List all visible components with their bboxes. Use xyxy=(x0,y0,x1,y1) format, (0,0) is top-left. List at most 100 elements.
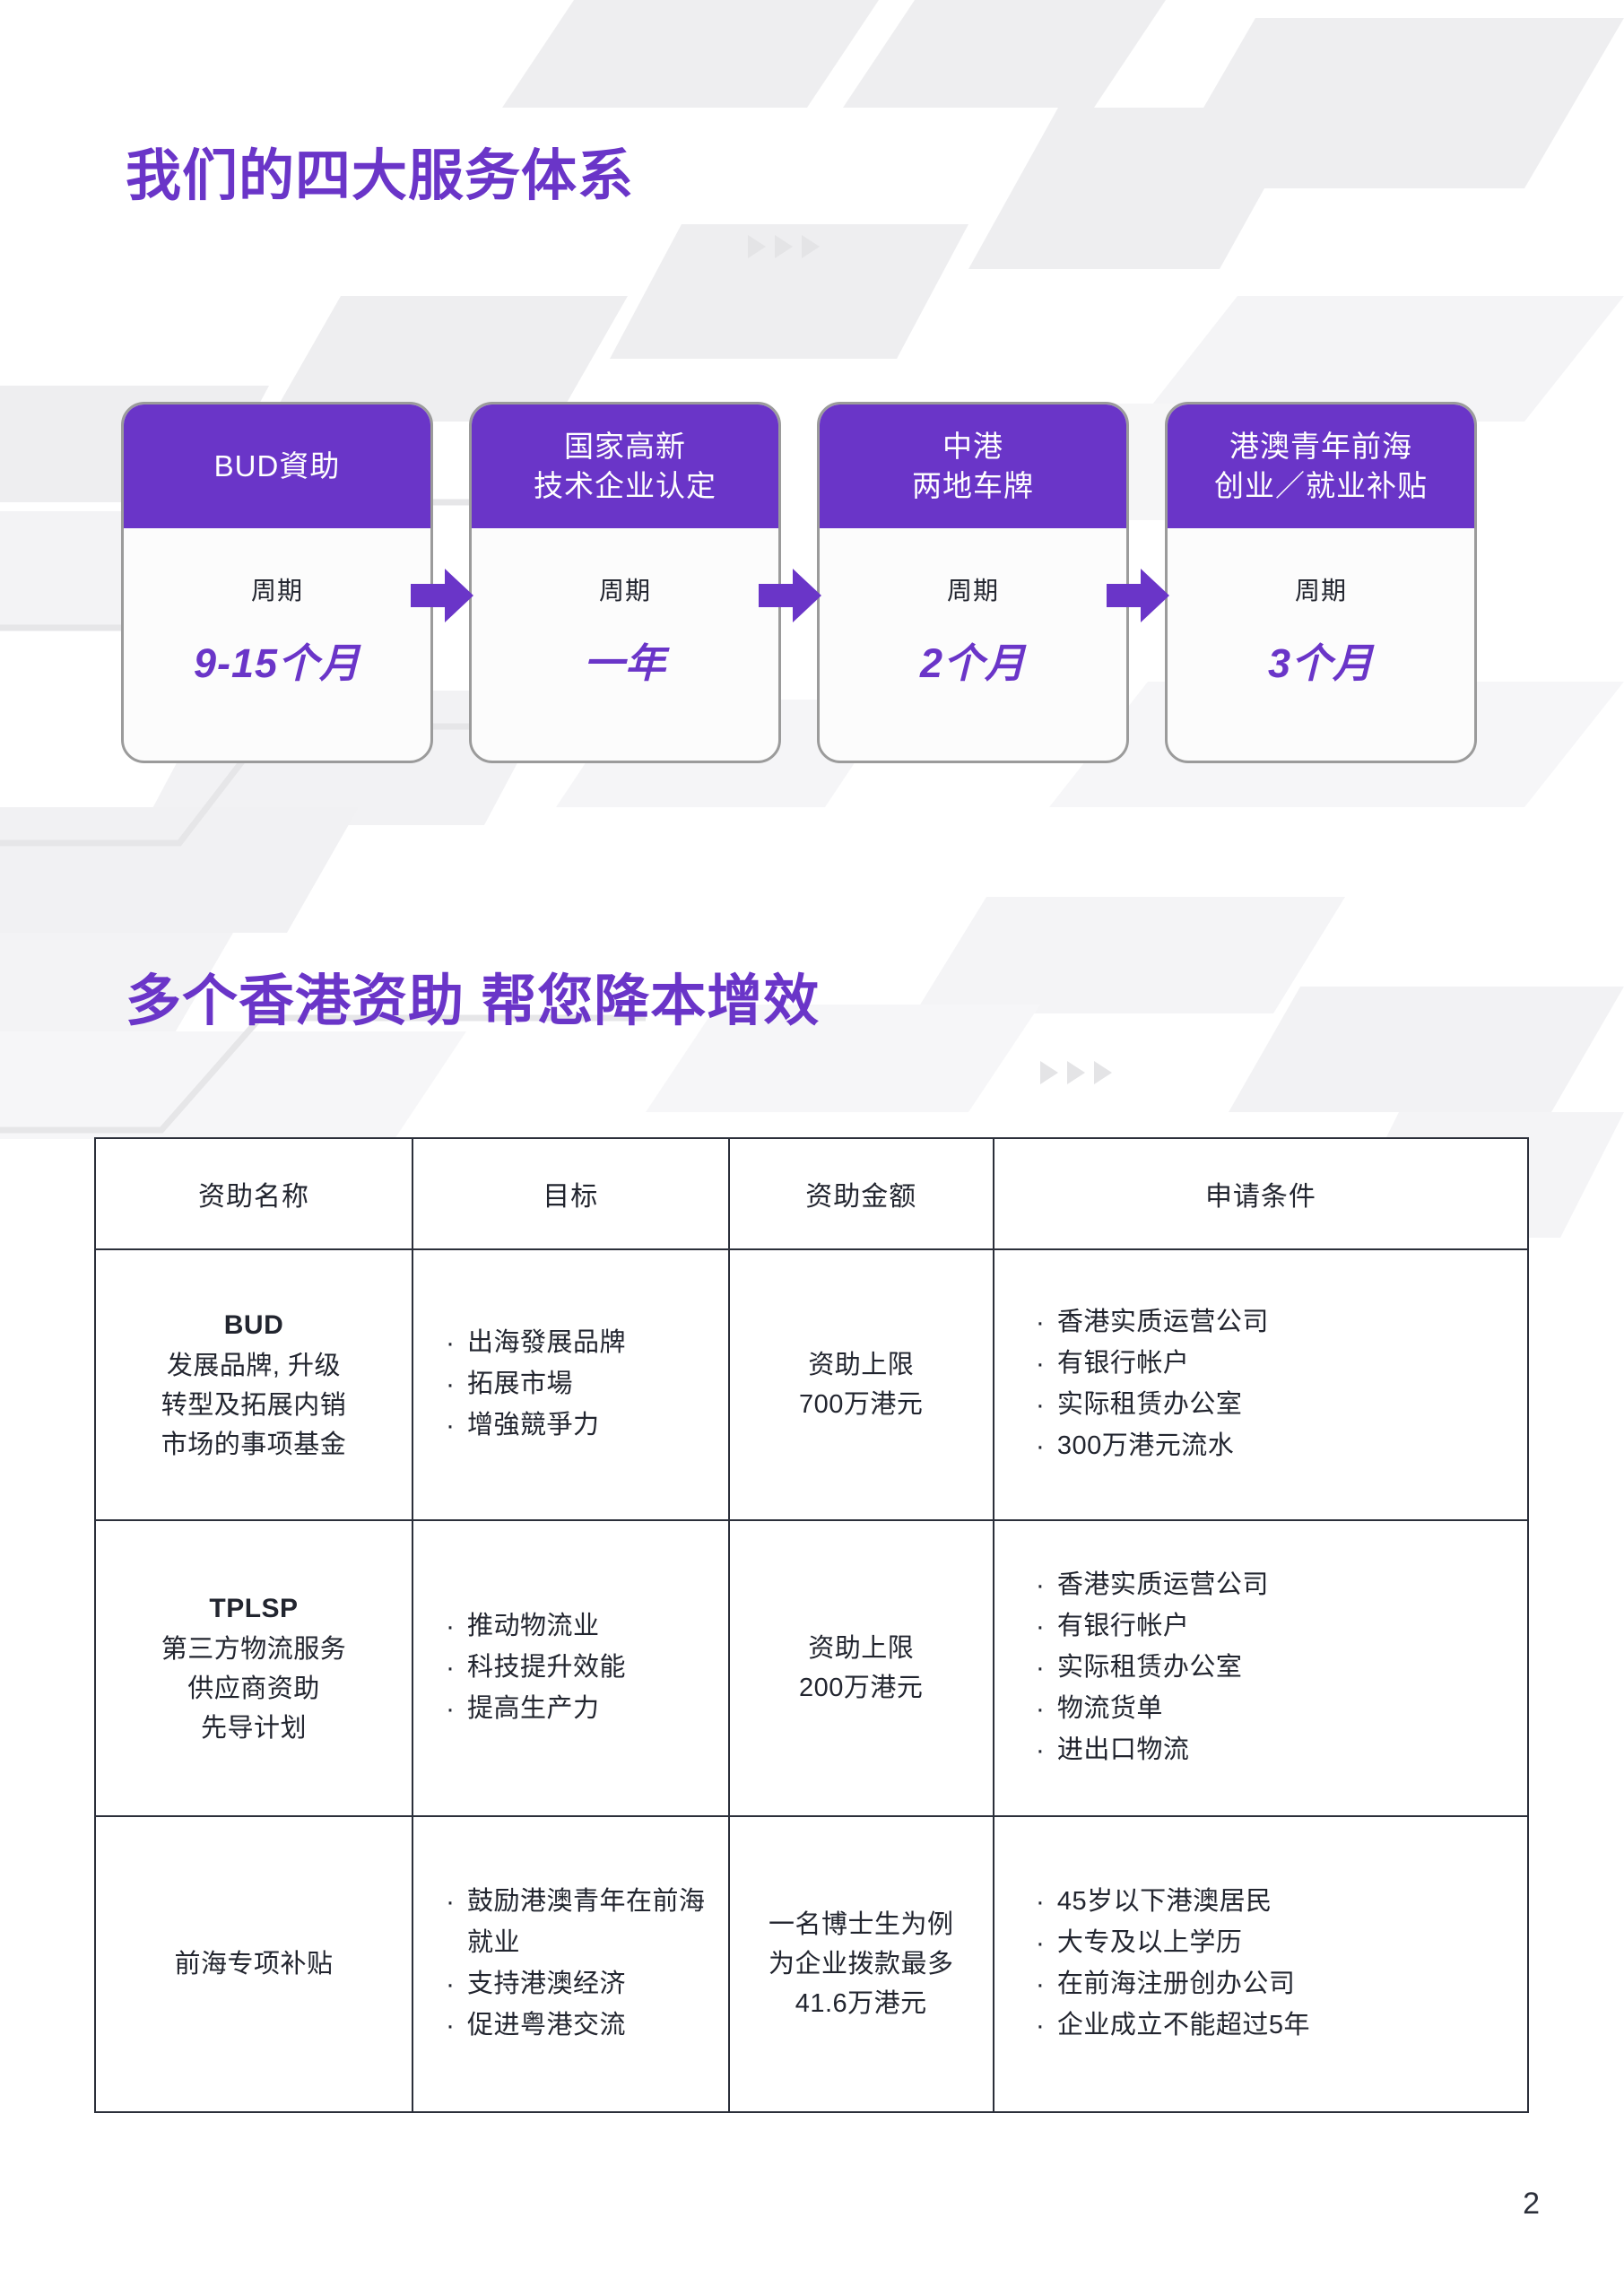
triangle-right-icon xyxy=(775,235,793,258)
list-item: 实际租赁办公室 xyxy=(1034,1647,1518,1689)
list-item: 科技提升效能 xyxy=(444,1647,719,1689)
grant-name-line: 前海专项补贴 xyxy=(174,1949,334,1979)
goal-list: 出海發展品牌 拓展市場 增強競爭力 xyxy=(422,1322,719,1447)
table-header-row: 资助名称 目标 资助金额 申请条件 xyxy=(94,1137,1530,1250)
list-item: 进出口物流 xyxy=(1034,1729,1518,1771)
flow-card-bud[interactable]: BUD資助 周期 9-15个月 xyxy=(121,402,433,763)
cell-amount: 资助上限 700万港元 xyxy=(727,1248,994,1521)
flow-card-title-line: 港澳青年前海 xyxy=(1229,430,1412,464)
flow-card-hightech[interactable]: 国家高新 技术企业认定 周期 一年 xyxy=(469,402,781,763)
list-item: 45岁以下港澳居民 xyxy=(1034,1881,1518,1923)
column-header-name: 资助名称 xyxy=(94,1137,413,1250)
list-item: 有银行帐户 xyxy=(1034,1605,1518,1648)
section-decor-triangles xyxy=(1040,1061,1112,1084)
service-flow-cards: BUD資助 周期 9-15个月 国家高新 技术企业认定 周期 一年 中港 两地车… xyxy=(0,402,1624,778)
period-label: 周期 xyxy=(946,577,999,604)
cell-grant-name: TPLSP 第三方物流服务 供应商资助 先导计划 xyxy=(94,1519,413,1817)
cell-conditions: 香港实质运营公司 有银行帐户 实际租赁办公室 300万港元流水 xyxy=(992,1248,1530,1521)
amount-line: 资助上限 xyxy=(808,1633,915,1663)
period-label: 周期 xyxy=(598,577,651,604)
flow-card-title-line: 国家高新 xyxy=(564,430,686,464)
period-value: 2个月 xyxy=(919,640,1027,686)
amount-line: 200万港元 xyxy=(799,1674,924,1702)
page-title: 我们的四大服务体系 xyxy=(126,145,635,207)
amount-line: 为企业拨款最多 xyxy=(768,1949,954,1979)
flow-card-plate[interactable]: 中港 两地车牌 周期 2个月 xyxy=(817,402,1129,763)
flow-card-title-line: 技术企业认定 xyxy=(534,469,716,502)
list-item: 出海發展品牌 xyxy=(444,1322,719,1364)
grant-name-line: 市场的事项基金 xyxy=(161,1430,347,1459)
cell-goals: 出海發展品牌 拓展市場 增強競爭力 xyxy=(411,1248,730,1521)
grant-name-line: 转型及拓展内销 xyxy=(161,1390,347,1420)
grant-name-title: TPLSP xyxy=(209,1594,299,1624)
list-item: 大专及以上学历 xyxy=(1034,1922,1518,1964)
table-row: 前海专项补贴 鼓励港澳青年在前海就业 支持港澳经济 促进粤港交流 一名博士生为例… xyxy=(94,1815,1530,2113)
condition-list: 45岁以下港澳居民 大专及以上学历 在前海注册创办公司 企业成立不能超过5年 xyxy=(1003,1881,1518,2047)
amount-line: 资助上限 xyxy=(808,1350,915,1379)
flow-card-title-line: BUD資助 xyxy=(213,449,341,483)
grant-name-line: 先导计划 xyxy=(200,1713,307,1743)
flow-card-body: 周期 3个月 xyxy=(1168,528,1474,761)
flow-card-body: 周期 9-15个月 xyxy=(124,528,430,761)
flow-card-title-line: 创业／就业补贴 xyxy=(1214,469,1428,502)
list-item: 推动物流业 xyxy=(444,1605,719,1648)
cell-goals: 推动物流业 科技提升效能 提高生产力 xyxy=(411,1519,730,1817)
cell-goals: 鼓励港澳青年在前海就业 支持港澳经济 促进粤港交流 xyxy=(411,1815,730,2113)
list-item: 支持港澳经济 xyxy=(444,1963,719,2005)
list-item: 鼓励港澳青年在前海就业 xyxy=(444,1881,719,1964)
grant-name-line: 供应商资助 xyxy=(187,1674,320,1703)
arrow-right-icon xyxy=(411,569,473,622)
amount-line: 700万港元 xyxy=(799,1390,924,1419)
list-item: 有银行帐户 xyxy=(1034,1343,1518,1385)
list-item: 实际租赁办公室 xyxy=(1034,1384,1518,1426)
flow-card-header: BUD資助 xyxy=(124,404,430,528)
section-title-grants: 多个香港资助 帮您降本增效 xyxy=(126,970,821,1032)
column-header-conditions: 申请条件 xyxy=(992,1137,1530,1250)
condition-list: 香港实质运营公司 有银行帐户 实际租赁办公室 300万港元流水 xyxy=(1003,1301,1518,1467)
list-item: 香港实质运营公司 xyxy=(1034,1564,1518,1606)
arrow-right-icon xyxy=(1107,569,1169,622)
cell-grant-name: 前海专项补贴 xyxy=(94,1815,413,2113)
list-item: 促进粤港交流 xyxy=(444,2005,719,2047)
flow-card-header: 国家高新 技术企业认定 xyxy=(472,404,778,528)
condition-list: 香港实质运营公司 有银行帐户 实际租赁办公室 物流货单 进出口物流 xyxy=(1003,1564,1518,1771)
cell-grant-name: BUD 发展品牌, 升级 转型及拓展内销 市场的事项基金 xyxy=(94,1248,413,1521)
period-value: 9-15个月 xyxy=(193,640,361,686)
goal-list: 推动物流业 科技提升效能 提高生产力 xyxy=(422,1605,719,1730)
column-header-amount: 资助金额 xyxy=(727,1137,994,1250)
triangle-right-icon xyxy=(1094,1061,1112,1084)
cell-conditions: 45岁以下港澳居民 大专及以上学历 在前海注册创办公司 企业成立不能超过5年 xyxy=(992,1815,1530,2113)
title-decor-triangles xyxy=(748,235,820,258)
flow-card-qianhai[interactable]: 港澳青年前海 创业／就业补贴 周期 3个月 xyxy=(1165,402,1477,763)
list-item: 物流货单 xyxy=(1034,1688,1518,1730)
list-item: 拓展市場 xyxy=(444,1363,719,1405)
grants-table: 资助名称 目标 资助金额 申请条件 BUD 发展品牌, 升级 转型及拓展内销 市… xyxy=(94,1137,1530,2113)
cell-amount: 一名博士生为例 为企业拨款最多 41.6万港元 xyxy=(727,1815,994,2113)
list-item: 香港实质运营公司 xyxy=(1034,1301,1518,1344)
triangle-right-icon xyxy=(748,235,766,258)
flow-card-header: 港澳青年前海 创业／就业补贴 xyxy=(1168,404,1474,528)
flow-card-body: 周期 2个月 xyxy=(820,528,1126,761)
period-value: 一年 xyxy=(583,640,666,686)
list-item: 300万港元流水 xyxy=(1034,1425,1518,1467)
page-number: 2 xyxy=(1523,2187,1540,2221)
flow-card-title-line: 中港 xyxy=(942,430,1003,464)
flow-card-body: 周期 一年 xyxy=(472,528,778,761)
list-item: 增強競爭力 xyxy=(444,1405,719,1447)
period-label: 周期 xyxy=(250,577,303,604)
period-label: 周期 xyxy=(1294,577,1347,604)
triangle-right-icon xyxy=(802,235,820,258)
grant-name-line: 第三方物流服务 xyxy=(161,1634,347,1664)
table-row: BUD 发展品牌, 升级 转型及拓展内销 市场的事项基金 出海發展品牌 拓展市場… xyxy=(94,1248,1530,1521)
flow-card-title-line: 两地车牌 xyxy=(912,469,1034,502)
goal-list: 鼓励港澳青年在前海就业 支持港澳经济 促进粤港交流 xyxy=(422,1881,719,2047)
cell-amount: 资助上限 200万港元 xyxy=(727,1519,994,1817)
triangle-right-icon xyxy=(1067,1061,1085,1084)
list-item: 提高生产力 xyxy=(444,1688,719,1730)
triangle-right-icon xyxy=(1040,1061,1058,1084)
list-item: 在前海注册创办公司 xyxy=(1034,1963,1518,2005)
grant-name-line: 发展品牌, 升级 xyxy=(166,1351,342,1380)
grant-name-title: BUD xyxy=(223,1310,284,1341)
flow-card-header: 中港 两地车牌 xyxy=(820,404,1126,528)
list-item: 企业成立不能超过5年 xyxy=(1034,2005,1518,2047)
